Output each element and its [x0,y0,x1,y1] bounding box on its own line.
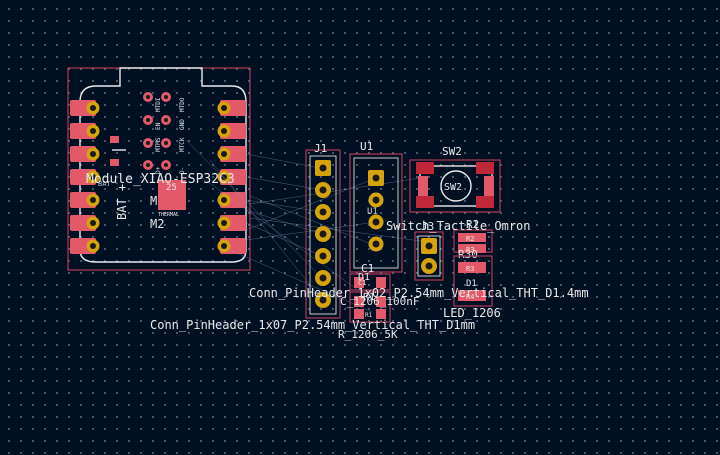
c1-value: C_1206_100nF [340,295,419,308]
xiao-internal-pads [110,92,186,210]
pin-label-mtdo: MTDO [179,97,186,112]
pin-label-gnd: GND [179,119,186,130]
d1-pad-b: R4 [466,293,474,301]
j3-footprint[interactable]: J3 [414,220,444,281]
r2-pad-b: R3 [466,246,474,254]
xiao-module-footprint[interactable]: MTDI MTDO EN GND MTMS MTCK D+ D- BAT - 2… [67,67,251,271]
u1-value: Conn_PinHeader_1x02_P2.54mm_Vertical_THT… [249,286,589,300]
r2-fab: R30 [458,248,478,261]
j3-ref: J3 [421,220,434,233]
u1-courtyard [349,153,403,273]
m2-label: M2 [150,217,164,231]
xiao-thermal-pad [158,180,186,210]
j1-value: Conn_PinHeader_1x07_P2.54mm_Vertical_THT… [150,318,475,332]
thermal-number: 25 [166,183,177,193]
r1-ref: R1 [363,292,375,303]
u1-ref-silk: U1 [367,207,378,217]
sw2-ref-silk: SW2 [444,182,462,193]
pin-label-mtdi: MTDI [155,97,162,112]
pin-label-mtms: MTMS [155,137,162,152]
xiao-footprint-name: Module_XIAO-ESP32C3 [86,172,235,187]
xiao-right-pads [217,100,246,254]
c1-footprint[interactable]: C1 C1 [349,262,391,291]
xiao-pin-labels: MTDI MTDO EN GND MTMS MTCK D+ D- [155,97,186,174]
j1-silk [309,155,337,315]
value-labels: Switch_Tactile_Omron D1 Conn_PinHeader_1… [150,219,589,341]
r2-pad-a: R2 [466,235,474,243]
d1-ref-silk: D1 [358,272,370,283]
m-label: M [150,194,157,208]
sw2-value: Switch_Tactile_Omron [386,219,531,233]
bat-plus-label: BAT + [115,184,129,220]
pin-label-dplus: D+ [155,166,162,174]
j1-ref: J1 [314,142,327,155]
sw2-courtyard [409,159,501,213]
u1-ref: U1 [360,140,373,153]
c1-courtyard [349,273,391,291]
r1-footprint[interactable]: R1 R1 [349,291,391,323]
sw2-button [440,170,472,202]
xiao-silk-outline [79,67,247,263]
d1-courtyard [453,255,493,307]
pin-label-en: EN [155,122,162,130]
pin-label-mtck: MTCK [179,137,186,152]
d1-value: LED_1206 [443,306,501,320]
j1-footprint[interactable]: J1 [305,142,341,319]
r1-fab: R1 [365,312,373,319]
pin-label-dminus: D- [179,167,186,174]
j3-courtyard [414,231,444,281]
d1-ref: D1 [466,279,477,289]
thermal-label: THERMAL [158,212,179,218]
sw2-footprint[interactable]: SW2 SW2 [409,145,501,213]
d1-footprint[interactable]: R3 D1 R4 [453,255,493,307]
u1-footprint[interactable]: U1 U1 [349,140,403,273]
c1-fab: C1 [358,279,366,287]
u1-silk [353,157,399,269]
r2-footprint[interactable]: R2 R2 R30 R3 [453,218,493,261]
sw2-ref: SW2 [442,145,462,158]
j1-pins [315,160,331,308]
c1-ref: C1 [361,262,374,275]
r1-courtyard [349,291,391,323]
ratsnest-lines [185,139,429,313]
d1-pad-a: R3 [466,265,474,273]
r2-ref: R2 [466,218,479,231]
r1-value: R_1206_5K [338,328,398,341]
xiao-left-pads [70,100,100,254]
j1-courtyard [305,149,341,319]
bat-minus-label: BAT - [98,180,119,188]
